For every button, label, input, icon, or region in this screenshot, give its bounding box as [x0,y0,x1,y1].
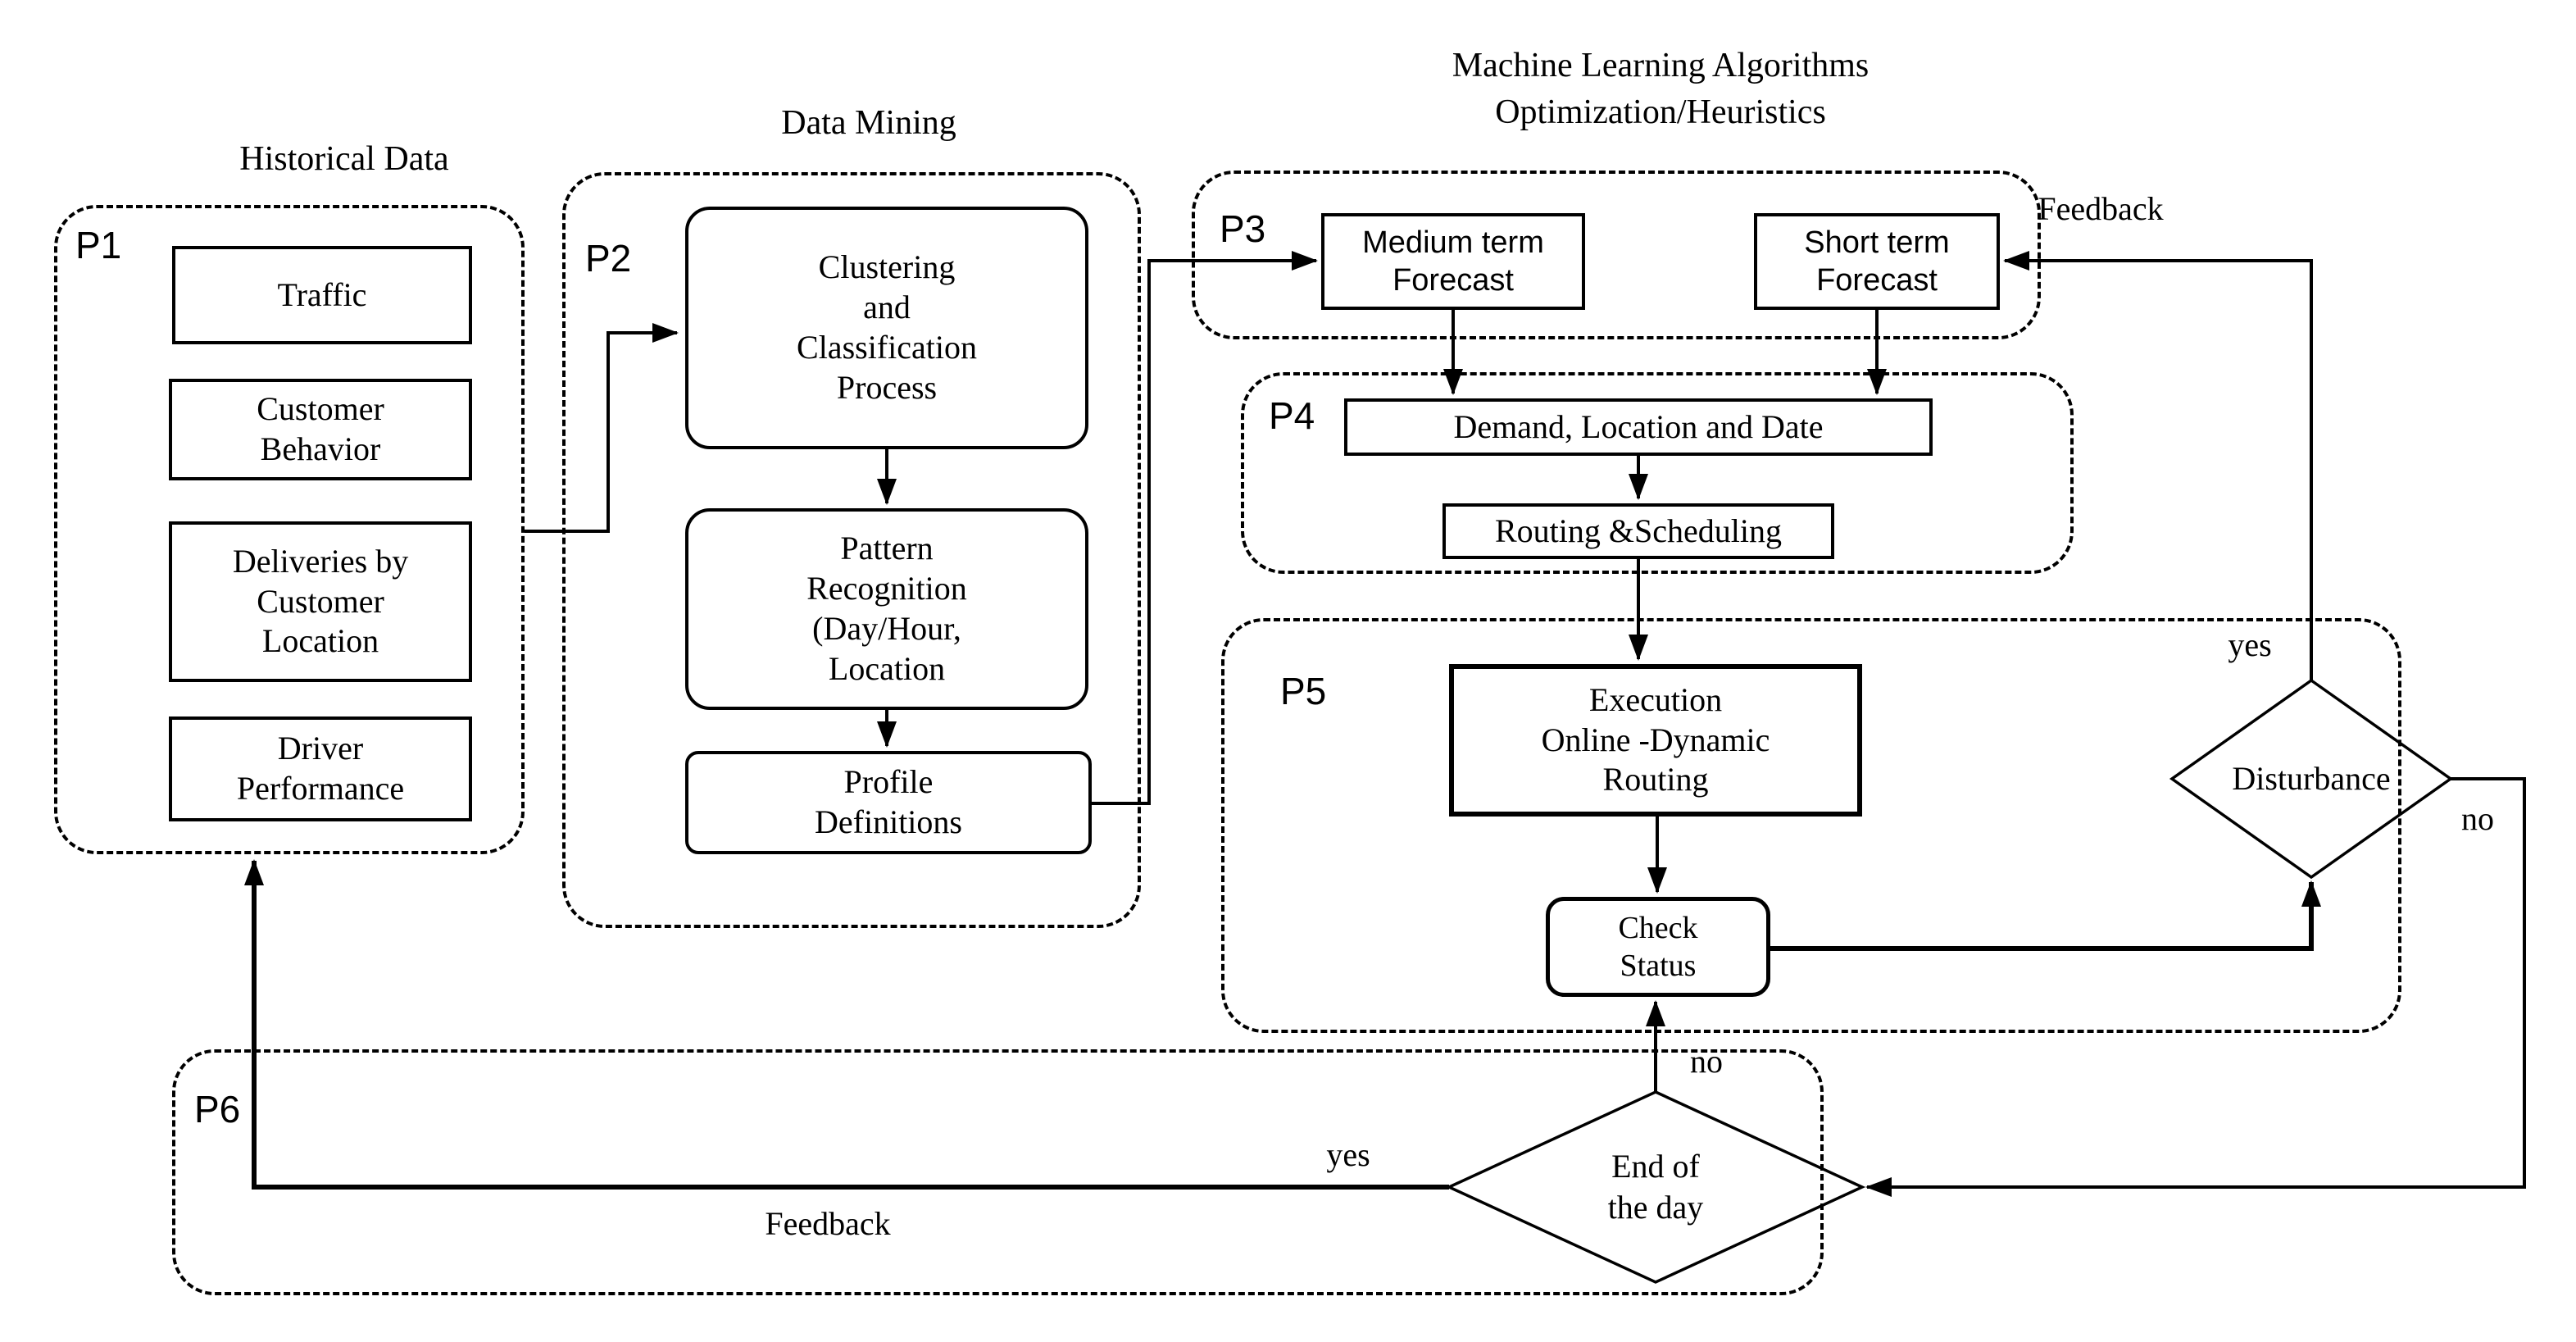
medium-term-forecast-box: Medium term Forecast [1321,213,1585,310]
p3-group-forecasts [1192,171,2041,339]
demand-location-date-box: Demand, Location and Date [1344,398,1933,456]
end-of-day-yes-label: yes [1326,1136,1370,1173]
end-of-day-diamond-label: End of the day [1607,1148,1704,1226]
disturbance-no-label: no [2461,800,2494,837]
p1-label: P1 [75,224,122,266]
feedback-top-label: Feedback [2038,190,2164,227]
disturbance-yes-label: yes [2228,626,2272,663]
check-status-box: Check Status [1546,897,1770,997]
traffic-box: Traffic [172,246,472,344]
customer-behavior-box: Customer Behavior [169,379,472,480]
execution-box: Execution Online -Dynamic Routing [1449,664,1862,817]
disturbance-diamond-label: Disturbance [2232,760,2391,797]
routing-scheduling-box: Routing &Scheduling [1442,503,1834,559]
p5-label: P5 [1280,670,1327,712]
end-of-day-no-label: no [1690,1043,1723,1080]
short-term-forecast-box: Short term Forecast [1754,213,2000,310]
p6-label: P6 [194,1088,241,1130]
p2-label: P2 [585,237,632,280]
p3-label: P3 [1220,207,1266,250]
data-mining-title: Data Mining [781,104,956,142]
machine-learning-title: Machine Learning Algorithms Optimization… [1452,47,1870,131]
clustering-box: Clustering and Classification Process [685,207,1088,449]
deliveries-box: Deliveries by Customer Location [169,521,472,682]
p4-label: P4 [1269,394,1315,437]
historical-data-title: Historical Data [239,140,449,178]
driver-performance-box: Driver Performance [169,716,472,821]
pattern-recognition-box: Pattern Recognition (Day/Hour, Location [685,508,1088,710]
profile-definitions-box: Profile Definitions [685,751,1092,854]
p1-group-historical-data [54,205,525,854]
feedback-bottom-label: Feedback [765,1205,891,1242]
